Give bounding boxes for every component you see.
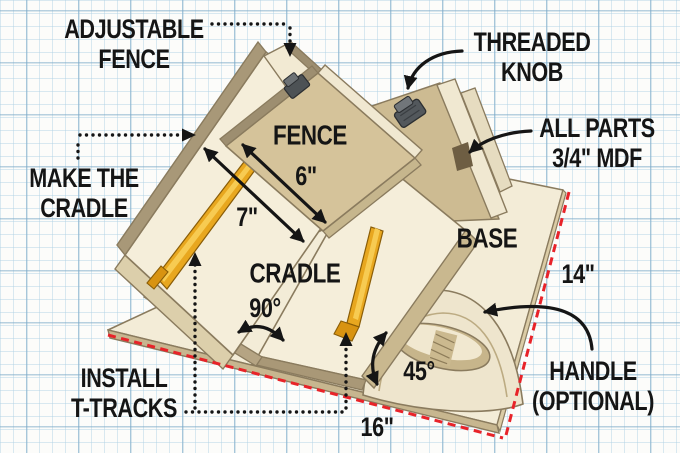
callout-all-parts-line1: ALL PARTS bbox=[539, 112, 655, 143]
dim-cradle-width: 7" bbox=[236, 201, 258, 232]
callout-install-t-tracks-line2: T-TRACKS bbox=[71, 393, 177, 423]
cradle-right-panel bbox=[250, 153, 479, 391]
callout-all-parts-line2: 3/4" MDF bbox=[552, 143, 642, 173]
part-label-base: BASE bbox=[456, 222, 518, 254]
part-label-fence: FENCE bbox=[273, 119, 347, 151]
callout-threaded-knob-line1: THREADED bbox=[473, 26, 591, 57]
callout-install-t-tracks-line1: INSTALL bbox=[80, 362, 168, 393]
dim-arrow-6in bbox=[241, 143, 327, 224]
callout-make-the-cradle: MAKE THE CRADLE bbox=[29, 163, 139, 223]
dim-base-angle: 45° bbox=[403, 355, 435, 386]
dim-base-front: 16" bbox=[360, 411, 394, 442]
callout-handle: HANDLE (OPTIONAL) bbox=[532, 356, 654, 416]
callout-handle-line1: HANDLE bbox=[549, 355, 637, 386]
callout-adjustable-fence: ADJUSTABLE FENCE bbox=[64, 14, 204, 74]
callout-all-parts: ALL PARTS 3/4" MDF bbox=[539, 113, 655, 173]
handle-grip-slot bbox=[393, 322, 491, 372]
dim-base-side: 14" bbox=[561, 258, 595, 289]
callout-threaded-knob-line2: KNOB bbox=[500, 57, 563, 87]
callout-threaded-knob: THREADED KNOB bbox=[474, 27, 591, 87]
angle-arc-90 bbox=[237, 319, 285, 342]
fence-bolt bbox=[283, 72, 311, 99]
base-outline-dashed bbox=[107, 191, 571, 440]
dotted-leader-arrowheads bbox=[182, 43, 353, 346]
callout-adjustable-fence-line2: FENCE bbox=[98, 44, 170, 74]
callout-install-t-tracks: INSTALL T-TRACKS bbox=[71, 363, 177, 423]
arrow-handle bbox=[482, 302, 594, 351]
callout-adjustable-fence-line1: ADJUSTABLE bbox=[64, 13, 204, 44]
dotted-leaders bbox=[76, 22, 348, 414]
arrow-threaded-knob bbox=[403, 49, 464, 91]
angle-arc-45 bbox=[365, 331, 388, 386]
support-slot bbox=[452, 142, 473, 171]
arrow-all-parts bbox=[468, 129, 533, 154]
t-track-right bbox=[333, 226, 384, 342]
callout-make-the-cradle-line1: MAKE THE bbox=[29, 162, 139, 193]
dim-cradle-angle: 90° bbox=[249, 292, 281, 323]
dim-fence-width: 6" bbox=[295, 160, 317, 191]
annotation-arrows bbox=[203, 49, 594, 386]
callout-make-the-cradle-line2: CRADLE bbox=[40, 193, 128, 223]
threaded-knob-part bbox=[393, 95, 427, 128]
callout-handle-line2: (OPTIONAL) bbox=[532, 386, 654, 416]
part-label-cradle: CRADLE bbox=[249, 257, 341, 289]
